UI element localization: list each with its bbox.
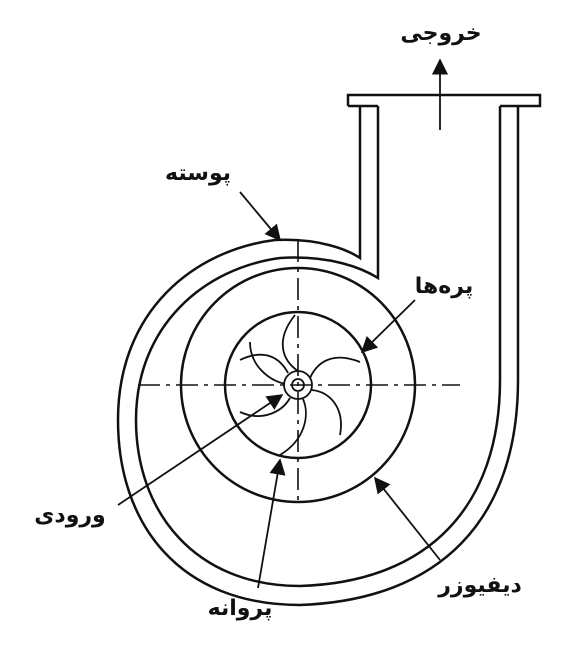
impeller-blades bbox=[239, 314, 361, 456]
label-inlet: ورودی bbox=[34, 503, 105, 528]
diffuser-leader bbox=[373, 476, 441, 561]
label-diffuser: دیفیوزر bbox=[437, 573, 522, 598]
inlet-leader bbox=[117, 394, 284, 506]
label-blades: پره‌ها bbox=[415, 274, 473, 299]
label-outlet: خروجی bbox=[400, 21, 481, 46]
casing-inner-wall bbox=[134, 106, 502, 588]
casing-leader bbox=[239, 191, 282, 242]
impeller-leader bbox=[257, 458, 286, 589]
blades-leader bbox=[360, 299, 416, 354]
outlet-flange bbox=[346, 93, 542, 108]
label-casing: پوسته bbox=[165, 161, 231, 186]
label-impeller: پروانه bbox=[208, 596, 273, 621]
